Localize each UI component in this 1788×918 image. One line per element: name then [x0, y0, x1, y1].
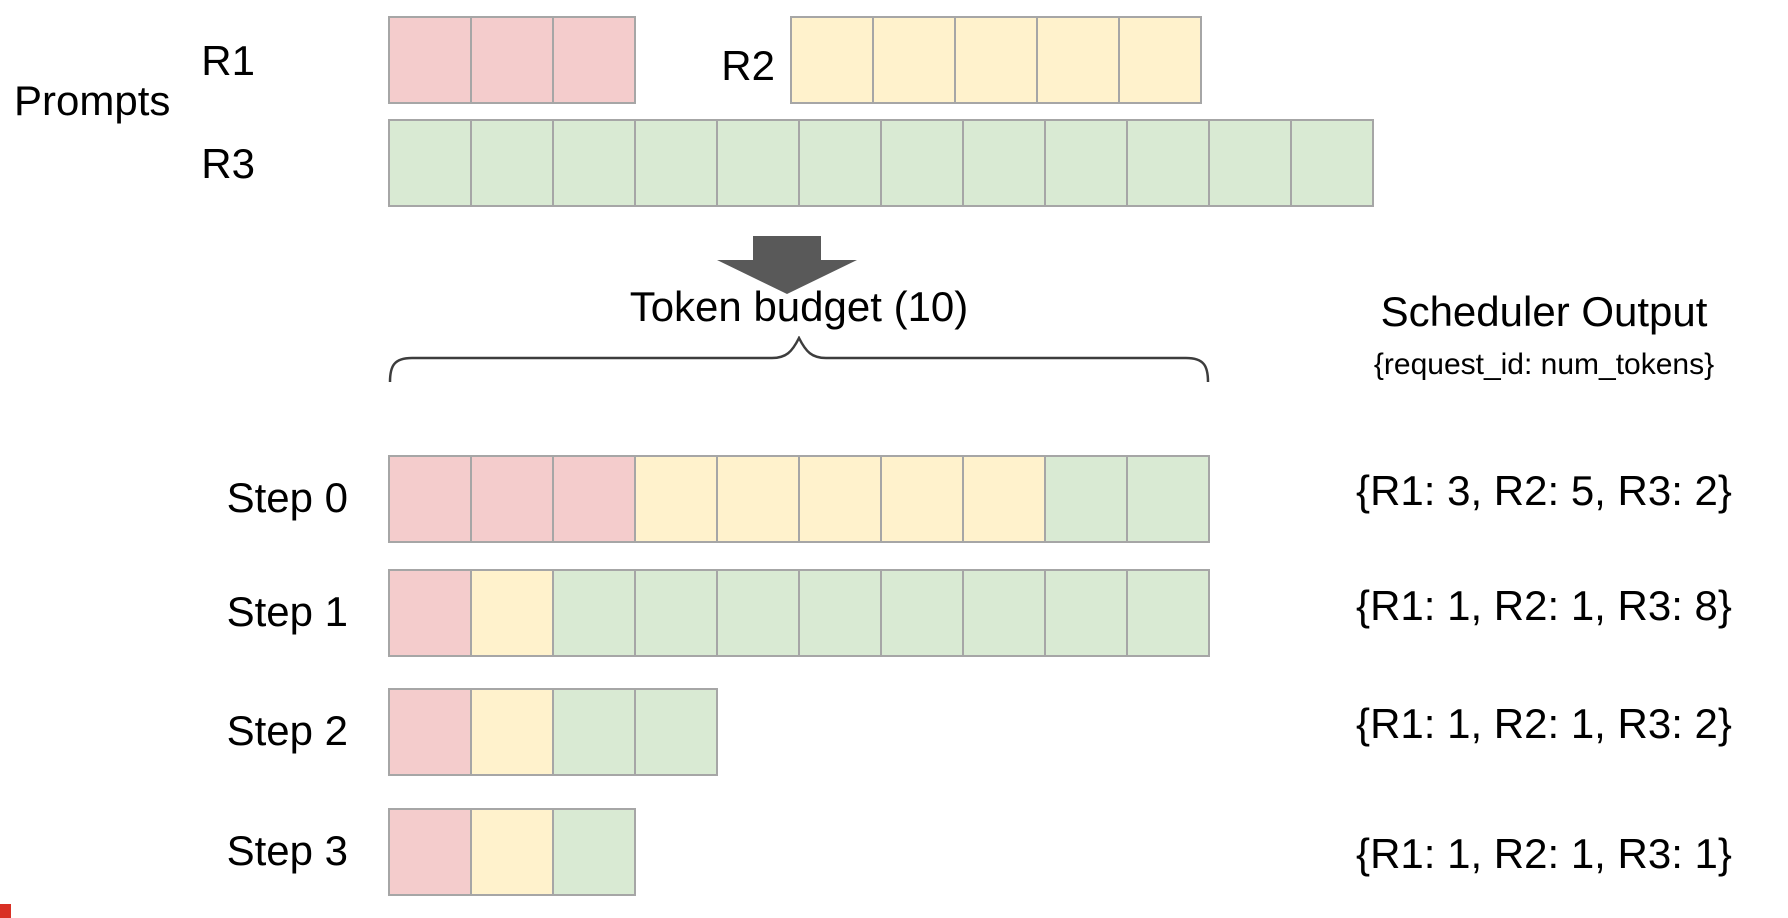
- curly-brace-icon: [388, 336, 1210, 382]
- token-cell-r2: [798, 455, 882, 543]
- step-label-2: Step 2: [226, 707, 348, 754]
- token-cell-r3: [552, 569, 636, 657]
- screen-corner-marker: [0, 904, 11, 918]
- step-label-1: Step 1: [226, 588, 348, 635]
- scheduler-output-subtitle: {request_id: num_tokens}: [1373, 348, 1715, 381]
- step-token-row-1: [388, 569, 1210, 657]
- token-cell-r1: [470, 16, 554, 104]
- token-cell-r3: [880, 569, 964, 657]
- token-cell-r2: [872, 16, 956, 104]
- prompts-section-label: Prompts: [14, 77, 171, 124]
- token-cell-r3: [634, 119, 718, 207]
- token-cell-r2: [962, 455, 1046, 543]
- token-cell-r3: [1126, 119, 1210, 207]
- token-cell-r3: [798, 119, 882, 207]
- token-cell-r1: [470, 455, 554, 543]
- token-cell-r1: [552, 455, 636, 543]
- token-cell-r3: [1126, 455, 1210, 543]
- token-cell-r3: [1044, 455, 1128, 543]
- scheduler-output-line-2: {R1: 1, R2: 1, R3: 2}: [1356, 700, 1732, 747]
- step-label-3: Step 3: [226, 827, 348, 874]
- token-cell-r3: [634, 569, 718, 657]
- token-cell-r2: [1036, 16, 1120, 104]
- scheduler-output-line-3: {R1: 1, R2: 1, R3: 1}: [1356, 830, 1732, 877]
- prompt-row-r3: [388, 119, 1374, 207]
- token-cell-r3: [1208, 119, 1292, 207]
- prompt-row-r1: [388, 16, 636, 104]
- token-cell-r2: [1118, 16, 1202, 104]
- token-cell-r1: [388, 455, 472, 543]
- step-token-row-0: [388, 455, 1210, 543]
- token-cell-r2: [634, 455, 718, 543]
- token-cell-r1: [552, 16, 636, 104]
- token-cell-r3: [388, 119, 472, 207]
- token-cell-r3: [1044, 569, 1128, 657]
- request-r3-label: R3: [201, 140, 255, 187]
- token-cell-r3: [716, 569, 800, 657]
- token-cell-r3: [962, 119, 1046, 207]
- token-cell-r3: [470, 119, 554, 207]
- down-arrow-icon: [717, 236, 857, 294]
- token-cell-r3: [552, 119, 636, 207]
- request-r1-label: R1: [201, 37, 255, 84]
- token-cell-r3: [1290, 119, 1374, 207]
- prompt-row-r2: [790, 16, 1202, 104]
- token-cell-r3: [716, 119, 800, 207]
- token-cell-r3: [962, 569, 1046, 657]
- step-token-row-2: [388, 688, 718, 776]
- token-cell-r2: [716, 455, 800, 543]
- token-cell-r3: [1126, 569, 1210, 657]
- token-cell-r1: [388, 808, 472, 896]
- token-cell-r3: [880, 119, 964, 207]
- token-cell-r2: [790, 16, 874, 104]
- scheduler-output-line-0: {R1: 3, R2: 5, R3: 2}: [1356, 467, 1732, 514]
- token-cell-r1: [388, 16, 472, 104]
- token-cell-r3: [1044, 119, 1128, 207]
- token-cell-r2: [470, 688, 554, 776]
- scheduler-output-line-1: {R1: 1, R2: 1, R3: 8}: [1356, 582, 1732, 629]
- request-r2-label: R2: [721, 42, 775, 89]
- step-token-row-3: [388, 808, 636, 896]
- token-cell-r3: [552, 808, 636, 896]
- token-cell-r3: [798, 569, 882, 657]
- token-cell-r2: [470, 808, 554, 896]
- token-cell-r3: [552, 688, 636, 776]
- token-cell-r2: [880, 455, 964, 543]
- token-cell-r1: [388, 569, 472, 657]
- token-cell-r3: [634, 688, 718, 776]
- token-cell-r2: [954, 16, 1038, 104]
- token-cell-r2: [470, 569, 554, 657]
- scheduler-output-title: Scheduler Output: [1380, 288, 1708, 335]
- token-budget-title: Token budget (10): [629, 283, 969, 330]
- step-label-0: Step 0: [226, 474, 348, 521]
- token-cell-r1: [388, 688, 472, 776]
